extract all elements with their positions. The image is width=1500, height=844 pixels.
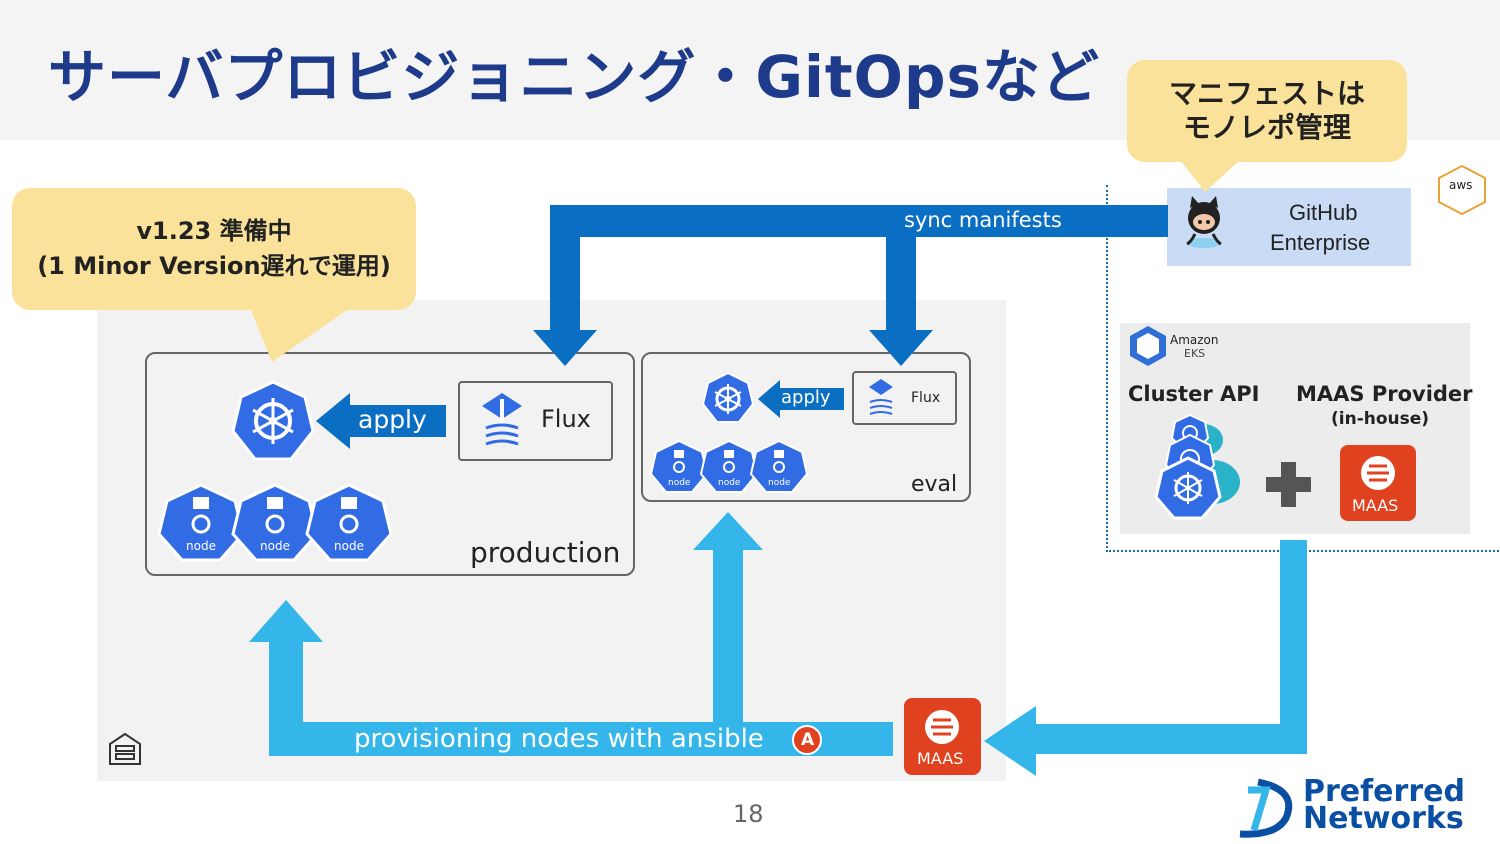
datacenter-icon — [109, 732, 141, 765]
pfn-logo-icon — [1239, 778, 1293, 838]
production-flux-icon — [482, 393, 522, 446]
eks-sub: EKS — [1184, 347, 1206, 360]
ansible-icon — [792, 725, 822, 755]
page-number: 18 — [733, 800, 764, 828]
node-icon — [749, 439, 809, 493]
eval-apply-label: apply — [781, 387, 831, 408]
node-icon — [305, 483, 393, 562]
version-callout: v1.23 準備中 (1 Minor Version遅れで運用) — [12, 188, 416, 310]
eval-k8s-control-plane-icon — [701, 371, 755, 423]
brand-line1: Preferred — [1303, 774, 1465, 809]
production-label: production — [470, 536, 621, 569]
version-callout-tail — [250, 308, 350, 362]
monorepo-callout-tail — [1180, 160, 1240, 192]
production-node-label: node — [334, 539, 364, 553]
eval-apply-arrow — [758, 380, 844, 418]
eval-node-label: node — [718, 478, 741, 488]
production-flux-box — [458, 381, 613, 461]
cluster-api-icon — [1154, 413, 1240, 520]
cluster-api-label: Cluster API — [1128, 382, 1260, 406]
eval-flux-icon — [869, 379, 893, 415]
monorepo-callout-line1: マニフェストは — [1168, 77, 1365, 110]
production-node-label: node — [260, 539, 290, 553]
eval-node-label: node — [768, 478, 791, 488]
ansible-glyph: A — [801, 730, 815, 750]
eks-icon — [1130, 326, 1166, 366]
plus-icon — [1266, 462, 1311, 507]
maas-provider-sub: (in-house) — [1331, 409, 1430, 429]
provisioning-label: provisioning nodes with ansible — [354, 724, 764, 754]
monorepo-callout-line2: モノレポ管理 — [1182, 111, 1351, 144]
version-callout-line2: (1 Minor Version遅れで運用) — [37, 252, 391, 280]
aws-badge-icon — [1438, 164, 1486, 216]
maas-bottom-label: MAAS — [917, 749, 964, 768]
aws-badge-label: aws — [1449, 178, 1473, 192]
node-icon — [699, 439, 759, 493]
production-flux-label: Flux — [541, 405, 591, 433]
production-apply-arrow — [316, 393, 446, 449]
provisioning-arrow — [249, 512, 1307, 776]
sync-manifests-label: sync manifests — [904, 208, 1062, 232]
eval-flux-box — [852, 371, 957, 425]
production-apply-label: apply — [358, 405, 427, 434]
node-icon — [157, 483, 245, 562]
eval-label: eval — [911, 472, 958, 497]
maas-bottom-icon — [904, 698, 981, 775]
maas-provider-icon — [1340, 445, 1416, 521]
eval-nodes — [649, 439, 809, 493]
monorepo-callout: マニフェストは モノレポ管理 — [1127, 60, 1407, 162]
sync-manifests-arrow — [533, 205, 1168, 366]
brand-line2: Networks — [1303, 801, 1464, 836]
eval-flux-label: Flux — [911, 390, 941, 406]
version-callout-line1: v1.23 準備中 — [136, 217, 292, 245]
slide-title: サーバプロビジョニング・GitOpsなど — [48, 43, 1100, 111]
maas-provider-label: MAAS Provider — [1296, 382, 1473, 406]
octocat-icon — [1186, 196, 1222, 248]
maas-provider-icon-label: MAAS — [1352, 496, 1399, 515]
eval-node-label: node — [668, 478, 691, 488]
eks-brand: Amazon — [1170, 333, 1219, 347]
production-nodes — [157, 483, 393, 562]
github-label-line2: Enterprise — [1270, 230, 1371, 255]
node-icon — [231, 483, 319, 562]
node-icon — [649, 439, 709, 493]
k8s-control-plane-icon — [231, 380, 315, 461]
github-label-line1: GitHub — [1289, 200, 1358, 225]
production-node-label: node — [186, 539, 216, 553]
